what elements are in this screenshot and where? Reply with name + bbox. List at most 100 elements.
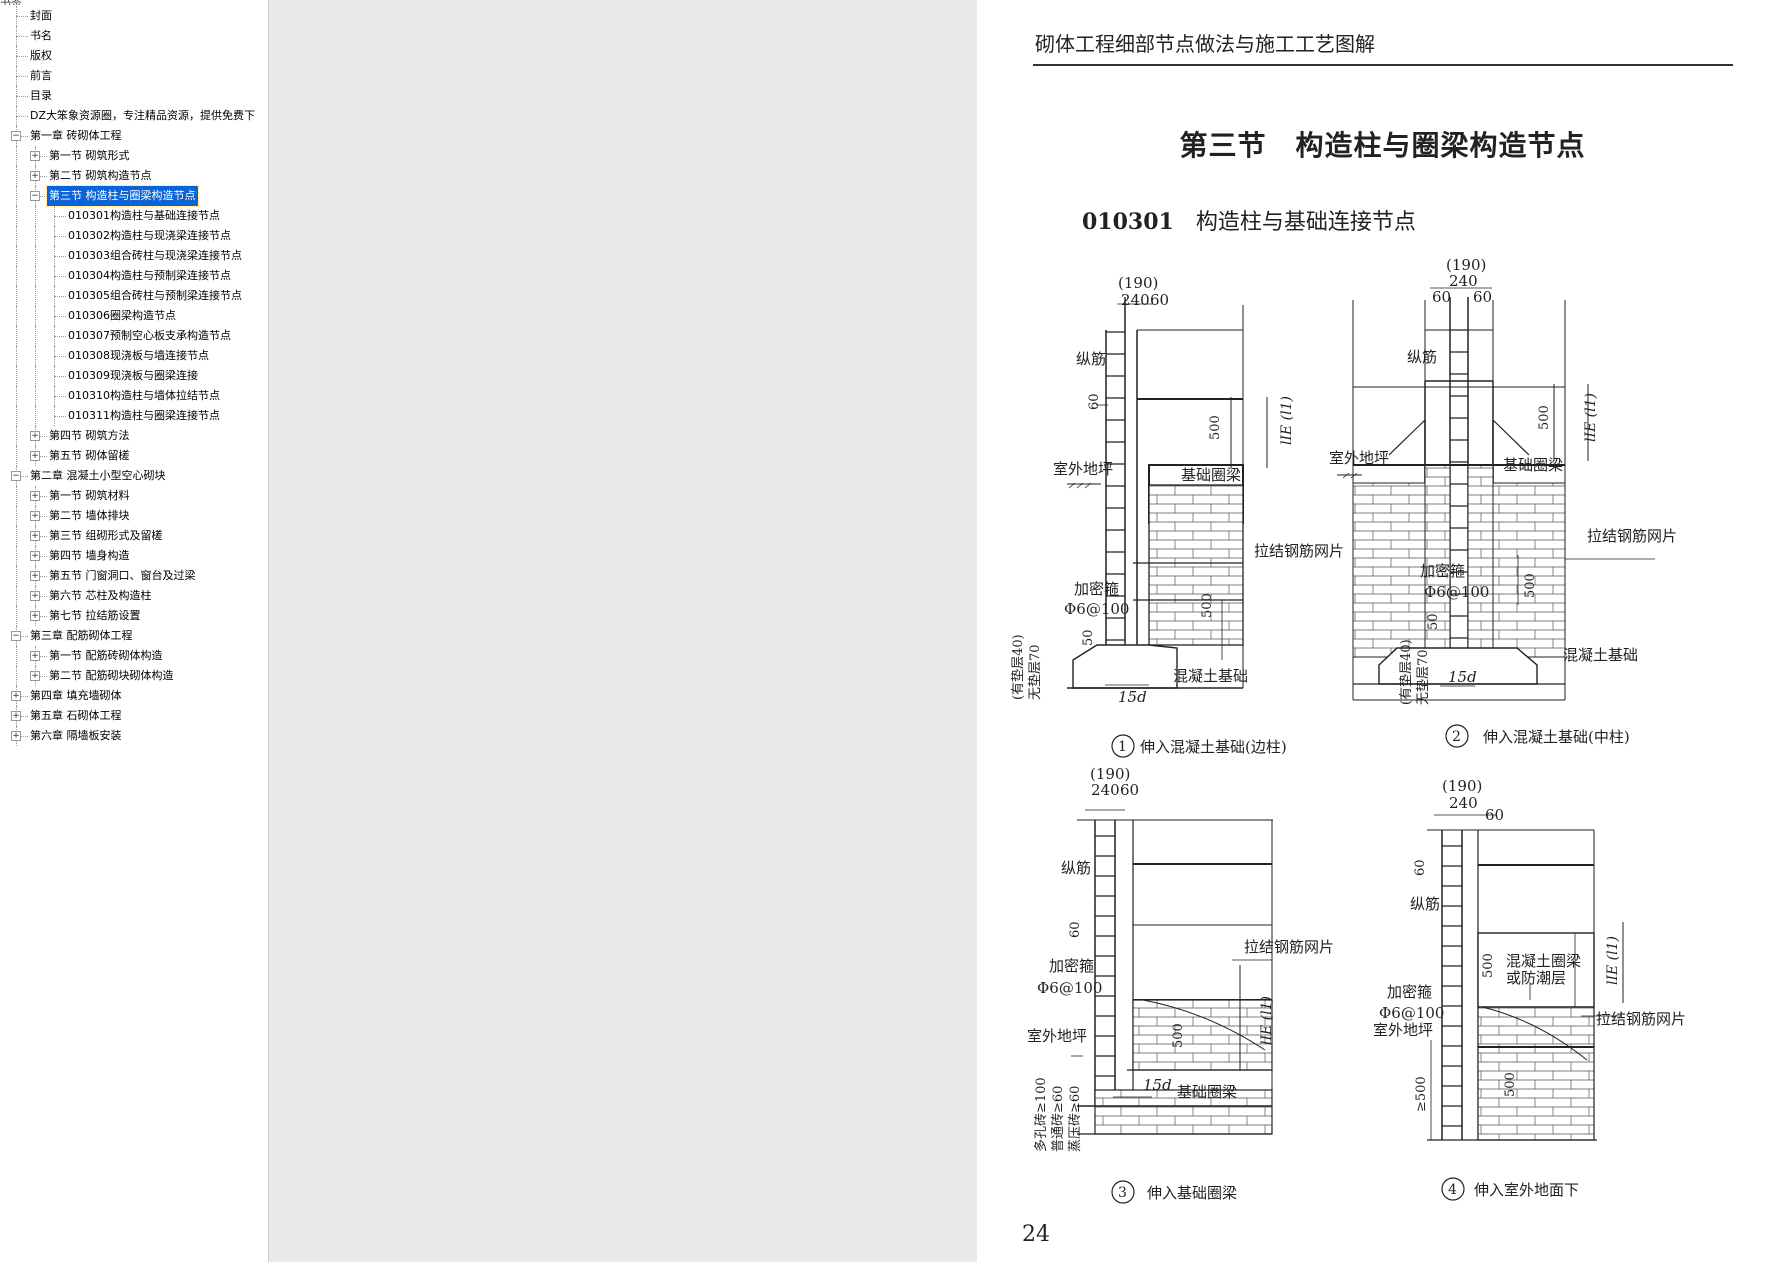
d2-dim-50: 50 xyxy=(1426,613,1441,630)
tree-guide-line xyxy=(16,406,17,426)
bookmark-item[interactable]: +第五节 门窗洞口、窗台及过梁 xyxy=(0,566,268,586)
bookmark-item[interactable]: + 第一节 砌筑材料 xyxy=(0,486,268,506)
expand-icon[interactable]: + xyxy=(30,491,40,501)
bookmark-item[interactable]: 010303组合砖柱与现浇梁连接节点 xyxy=(0,246,268,266)
bookmark-item[interactable]: 010304构造柱与预制梁连接节点 xyxy=(0,266,268,286)
expand-icon[interactable]: + xyxy=(11,731,21,741)
bookmark-item[interactable]: + 第六节 芯柱及构造柱 xyxy=(0,586,268,606)
expand-icon[interactable]: + xyxy=(30,171,40,181)
tree-guide-line xyxy=(16,346,17,366)
bookmark-item[interactable]: +第五章 石砌体工程 xyxy=(0,706,268,726)
bookmark-item[interactable]: +第五节 砌体留槎 xyxy=(0,446,268,466)
tree-branch-line xyxy=(16,116,28,117)
expand-icon[interactable]: + xyxy=(30,651,40,661)
tree-branch-line xyxy=(35,596,47,597)
expand-icon[interactable]: + xyxy=(30,151,40,161)
expand-icon[interactable]: + xyxy=(30,531,40,541)
bookmark-item[interactable]: +第一节 配筋砖砌体构造 xyxy=(0,646,268,666)
bookmark-label: 010309现浇板与圈梁连接 xyxy=(68,369,198,382)
bookmark-item[interactable]: 封面 xyxy=(0,6,268,26)
d2-jichu: 混凝土基础 xyxy=(1563,646,1638,664)
d4-zongjin: 纵筋 xyxy=(1410,895,1440,913)
d1-15d: 15d xyxy=(1118,688,1147,706)
expand-icon[interactable]: + xyxy=(30,671,40,681)
d2-dim-500b: 500 xyxy=(1523,573,1538,598)
tree-guide-line xyxy=(16,426,17,446)
d4-dim-240: 240 xyxy=(1449,794,1478,812)
d4-dim-60-v: 60 xyxy=(1413,859,1428,876)
collapse-icon[interactable]: − xyxy=(30,191,40,201)
bookmark-item[interactable]: 010311构造柱与圈梁连接节点 xyxy=(0,406,268,426)
d2-wangpian: 拉结钢筋网片 xyxy=(1587,527,1677,545)
bookmark-item[interactable]: 010307预制空心板支承构造节点 xyxy=(0,326,268,346)
d4-jiamigu: 加密箍 xyxy=(1387,983,1432,1001)
page-number: 24 xyxy=(1022,1222,1050,1247)
expand-icon[interactable]: + xyxy=(11,711,21,721)
d1-dim-50: 50 xyxy=(1081,629,1096,646)
tree-branch-line xyxy=(16,476,28,477)
d4-dipin: 室外地坪 xyxy=(1373,1021,1433,1039)
bookmark-item[interactable]: −第三节 构造柱与圈梁构造节点 xyxy=(0,185,268,207)
bookmark-item[interactable]: +第四章 填充墙砌体 xyxy=(0,686,268,706)
bookmark-item[interactable]: 书名 xyxy=(0,26,268,46)
bookmark-item[interactable]: +第二节 配筋砌块砌体构造 xyxy=(0,666,268,686)
expand-icon[interactable]: + xyxy=(30,451,40,461)
collapse-icon[interactable]: − xyxy=(11,631,21,641)
bookmark-label: 第四节 墙身构造 xyxy=(49,549,130,562)
d2-zongjin: 纵筋 xyxy=(1407,348,1437,366)
bookmark-item[interactable]: +第三节 组砌形式及留槎 xyxy=(0,526,268,546)
bookmark-item[interactable]: −第一章 砖砌体工程 xyxy=(0,126,268,146)
tree-branch-line xyxy=(16,736,28,737)
expand-icon[interactable]: + xyxy=(30,571,40,581)
expand-icon[interactable]: + xyxy=(30,511,40,521)
tree-branch-line xyxy=(35,556,47,557)
tree-branch-line xyxy=(54,216,66,217)
bookmark-item[interactable]: +第二节 砌筑构造节点 xyxy=(0,166,268,186)
bookmark-item[interactable]: 目录 xyxy=(0,86,268,106)
bookmark-item[interactable]: +第一节 砌筑形式 xyxy=(0,146,268,166)
d1-caption: 伸入混凝土基础(边柱) xyxy=(1140,738,1287,756)
bookmark-item[interactable]: 前言 xyxy=(0,66,268,86)
bookmark-item[interactable]: +第二节 墙体排块 xyxy=(0,506,268,526)
expand-icon[interactable]: + xyxy=(30,431,40,441)
bookmark-item[interactable]: −第二章 混凝土小型空心砌块 xyxy=(0,466,268,486)
expand-icon[interactable]: + xyxy=(11,691,21,701)
expand-icon[interactable]: + xyxy=(30,591,40,601)
viewer-background xyxy=(269,0,977,1262)
bookmark-label: 第一章 砖砌体工程 xyxy=(30,129,122,142)
collapse-icon[interactable]: − xyxy=(11,471,21,481)
bookmark-item[interactable]: +第六章 隔墙板安装 xyxy=(0,726,268,746)
bookmark-item[interactable]: 010309现浇板与圈梁连接 xyxy=(0,366,268,386)
bookmark-label: 第一节 砌筑材料 xyxy=(49,489,130,502)
bookmark-item[interactable]: 版权 xyxy=(0,46,268,66)
bookmark-label: 前言 xyxy=(30,69,52,82)
tree-branch-line xyxy=(16,636,28,637)
tree-branch-line xyxy=(35,436,47,437)
bookmark-item[interactable]: 010306圈梁构造节点 xyxy=(0,306,268,326)
expand-icon[interactable]: + xyxy=(30,551,40,561)
bookmark-item[interactable]: DZ大笨象资源圈，专注精品资源，提供免费下 xyxy=(0,106,268,126)
bookmark-label: 第七节 拉结筋设置 xyxy=(49,609,141,622)
tree-branch-line xyxy=(35,616,47,617)
tree-guide-line xyxy=(16,506,17,526)
expand-icon[interactable]: + xyxy=(30,611,40,621)
bookmark-item[interactable]: 010302构造柱与现浇梁连接节点 xyxy=(0,226,268,246)
d2-number: 2 xyxy=(1452,729,1461,745)
collapse-icon[interactable]: − xyxy=(11,131,21,141)
bookmark-item[interactable]: −第三章 配筋砌体工程 xyxy=(0,626,268,646)
bookmark-item[interactable]: + 第四节 墙身构造 xyxy=(0,546,268,566)
bookmark-item[interactable]: 010308现浇板与墙连接节点 xyxy=(0,346,268,366)
d2-dim-240: 240 xyxy=(1449,272,1478,290)
bookmark-item[interactable]: + 第七节 拉结筋设置 xyxy=(0,606,268,626)
bookmark-label: 010305组合砖柱与预制梁连接节点 xyxy=(68,289,242,302)
d3-zongjin: 纵筋 xyxy=(1061,859,1091,877)
bookmark-item[interactable]: +第四节 砌筑方法 xyxy=(0,426,268,446)
bookmark-item[interactable]: 010301构造柱与基础连接节点 xyxy=(0,206,268,226)
tree-guide-line xyxy=(16,286,17,306)
bookmark-item[interactable]: 010310构造柱与墙体拉结节点 xyxy=(0,386,268,406)
bookmark-item[interactable]: 010305组合砖柱与预制梁连接节点 xyxy=(0,286,268,306)
header-rule xyxy=(1033,64,1733,66)
bookmark-label: 第六节 芯柱及构造柱 xyxy=(49,589,152,602)
